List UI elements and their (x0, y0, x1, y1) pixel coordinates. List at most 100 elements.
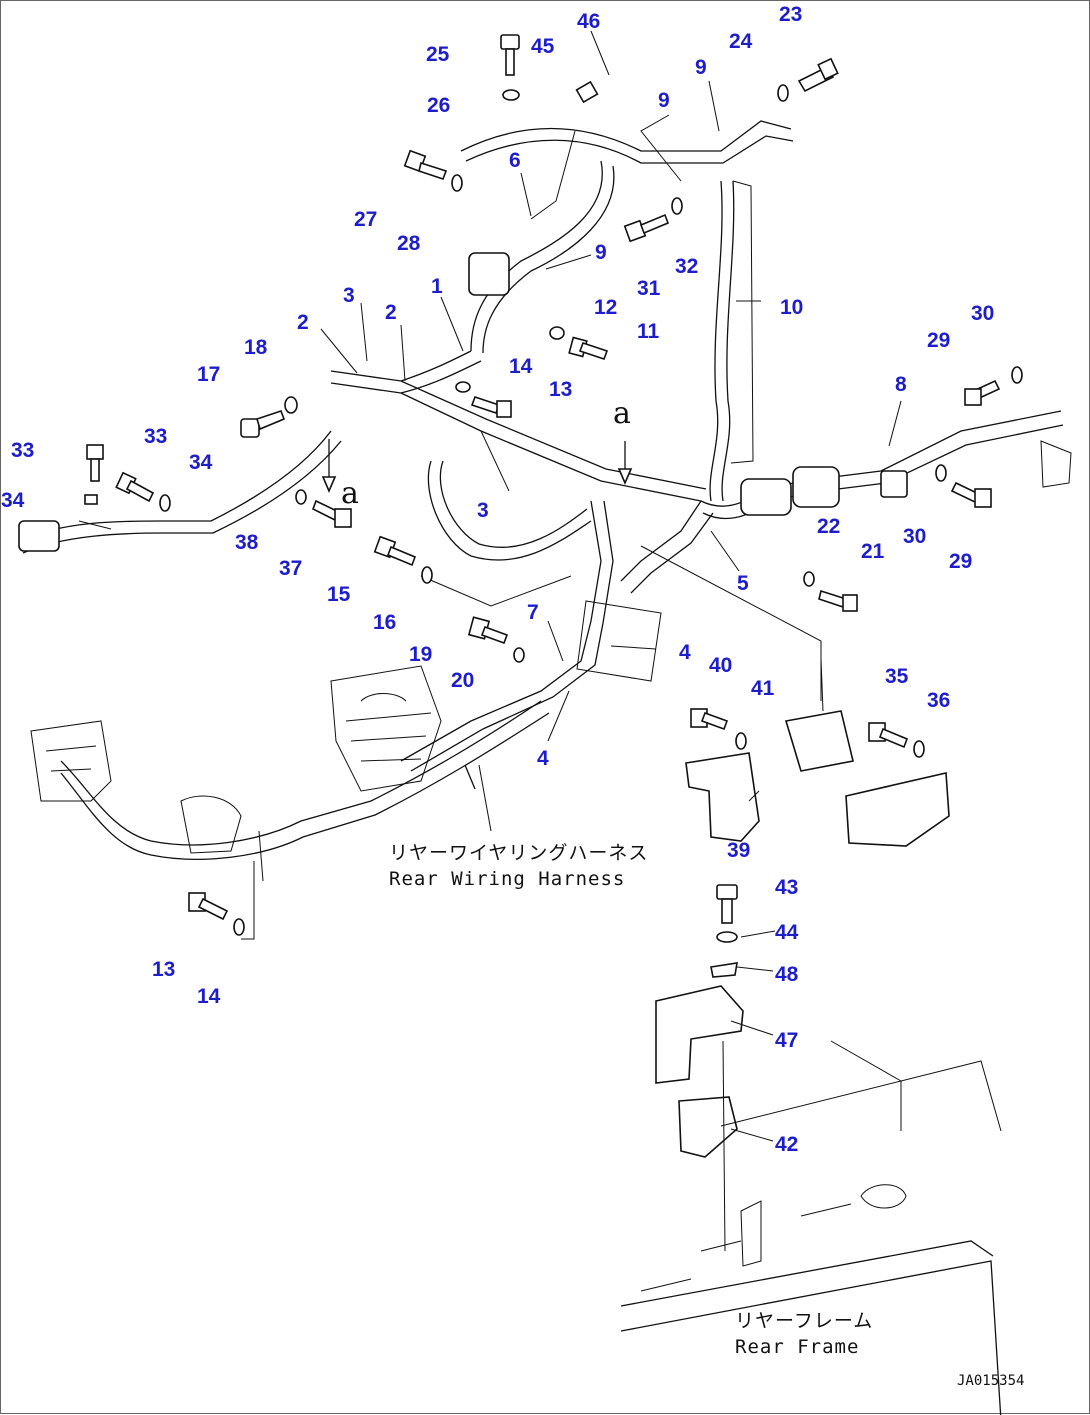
callout-11: 11 (637, 320, 660, 343)
callout-48: 48 (775, 963, 799, 986)
callout-18: 18 (244, 336, 268, 359)
bolt-37 (311, 499, 352, 528)
washer-22 (803, 571, 815, 587)
callout-43: 43 (775, 876, 798, 899)
nut-12 (549, 326, 565, 340)
callout-9-b: 9 (658, 89, 670, 112)
callout-13-a: 13 (549, 378, 572, 401)
bolt-25 (500, 34, 520, 76)
callout-30-a: 30 (971, 302, 994, 325)
bolt-40 (690, 708, 729, 731)
callout-40: 40 (709, 654, 732, 677)
washer-26 (502, 89, 520, 101)
callout-22: 22 (817, 515, 840, 538)
washer-32 (671, 197, 683, 215)
view-marker-a-left: a (341, 476, 359, 511)
washer-41 (735, 732, 747, 750)
clamp-48 (710, 962, 738, 978)
callout-41: 41 (751, 677, 775, 700)
callout-30-b: 30 (903, 525, 926, 548)
washer-30b (935, 464, 947, 482)
callout-34-a: 34 (189, 451, 213, 474)
callout-2-b: 2 (297, 311, 309, 334)
callout-4-b: 4 (537, 747, 549, 770)
bolt-29a (964, 379, 1001, 406)
bolt-33b (115, 471, 155, 503)
fasteners (84, 34, 1023, 978)
callout-1: 1 (431, 275, 443, 298)
callout-10: 10 (780, 296, 803, 319)
callout-20: 20 (451, 669, 474, 692)
callout-47: 47 (775, 1029, 798, 1052)
caption-rear-wiring-harness-en: Rear Wiring Harness (389, 868, 625, 890)
washer-44 (716, 931, 738, 943)
caption-rear-frame-en: Rear Frame (735, 1336, 859, 1358)
callout-9-c: 9 (595, 241, 607, 264)
callout-25: 25 (426, 43, 450, 66)
washer-38 (295, 489, 307, 505)
clip-45 (575, 80, 599, 104)
callout-15: 15 (327, 583, 351, 606)
callout-14-b: 14 (197, 985, 221, 1008)
caption-rear-wiring-harness-jp: リヤーワイヤリングハーネス (389, 842, 648, 864)
callout-26: 26 (427, 94, 450, 117)
callout-32: 32 (675, 255, 698, 278)
washer-16 (421, 566, 433, 584)
callouts: 46 23 25 45 24 9 26 9 6 27 28 9 32 31 1 … (1, 3, 994, 1156)
callout-17: 17 (197, 363, 220, 386)
callout-12: 12 (594, 296, 617, 319)
callout-21: 21 (861, 540, 885, 563)
washer-28 (451, 174, 463, 192)
bolt-35 (868, 722, 909, 749)
harness-linework (18, 120, 1072, 1415)
washer-14b (233, 918, 245, 936)
washer-34b (159, 494, 171, 512)
bolt-31 (623, 213, 670, 243)
callout-27: 27 (354, 208, 377, 231)
callout-19: 19 (409, 643, 432, 666)
callout-33-b: 33 (144, 425, 167, 448)
callout-33-a: 33 (11, 439, 34, 462)
callout-2-a: 2 (385, 301, 397, 324)
bolt-17 (240, 409, 286, 438)
bolt-23 (797, 57, 839, 93)
callout-24: 24 (729, 30, 753, 53)
bolt-27 (403, 149, 448, 181)
callout-23: 23 (779, 3, 802, 26)
washer-14 (455, 381, 471, 393)
callout-29-a: 29 (927, 329, 950, 352)
callout-39: 39 (727, 839, 750, 862)
washer-20 (513, 647, 525, 663)
callout-4-a: 4 (679, 641, 691, 664)
callout-46: 46 (577, 10, 600, 33)
clip-34a (84, 494, 98, 505)
callout-45: 45 (531, 35, 555, 58)
figure-code: JA015354 (957, 1373, 1024, 1389)
callout-42: 42 (775, 1133, 798, 1156)
callout-7: 7 (527, 601, 539, 624)
washer-18 (284, 396, 298, 414)
callout-14-a: 14 (509, 355, 533, 378)
callout-9-a: 9 (695, 56, 707, 79)
callout-13-b: 13 (152, 958, 175, 981)
callout-29-b: 29 (949, 550, 972, 573)
washer-36 (913, 740, 925, 758)
callout-38: 38 (235, 531, 259, 554)
bolt-19 (467, 616, 509, 645)
callout-37: 37 (279, 557, 302, 580)
callout-35: 35 (885, 665, 909, 688)
leader-lines (78, 30, 902, 1142)
callout-3-a: 3 (343, 284, 355, 307)
callout-44: 44 (775, 921, 799, 944)
callout-3-b: 3 (477, 499, 489, 522)
caption-rear-frame-jp: リヤーフレーム (735, 1310, 873, 1332)
bolt-13 (470, 395, 512, 418)
callout-6: 6 (509, 149, 521, 172)
callout-31: 31 (637, 277, 661, 300)
bolt-15 (373, 535, 417, 567)
bolt-21 (818, 589, 858, 612)
callout-8: 8 (895, 373, 907, 396)
bolt-33a (86, 444, 104, 482)
